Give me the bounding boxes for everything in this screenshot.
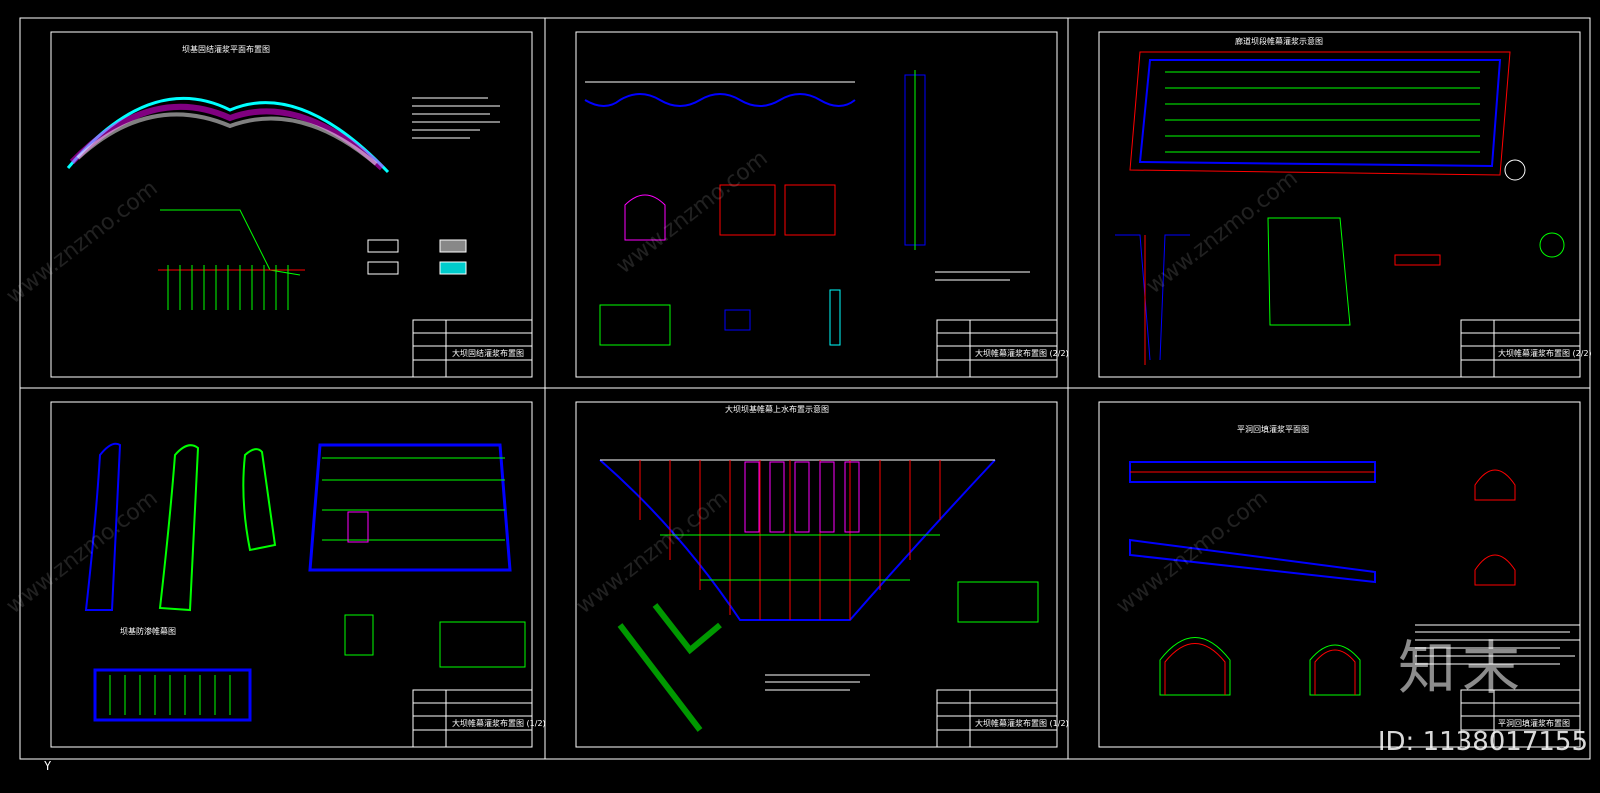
brand-logo: 知末 (1397, 634, 1526, 702)
sheet-1-caption: 坝基固结灌浆平面布置图 (182, 45, 270, 54)
sheet-2 (575, 31, 1058, 378)
sheet-5-title-block: 大坝帷幕灌浆布置图 (1/2) (975, 719, 1069, 728)
sheet-4 (50, 401, 533, 748)
sheet-3-title-block: 大坝帷幕灌浆布置图 (2/2) (1498, 349, 1592, 358)
sheet-2-title-block: 大坝帷幕灌浆布置图 (2/2) (975, 349, 1069, 358)
sheet-1-title-block: 大坝固结灌浆布置图 (452, 349, 524, 358)
sheet-grid (19, 17, 1591, 760)
sheet-6-title-block: 平洞回填灌浆布置图 (1498, 719, 1570, 728)
sheet-6 (1098, 401, 1581, 748)
ucs-y-axis-label: Y (44, 759, 52, 773)
asset-id: ID: 1138017155 (1377, 727, 1588, 757)
sheet-5-caption: 大坝坝基帷幕上水布置示意图 (725, 405, 829, 414)
sheet-6-caption: 平洞回填灌浆平面图 (1237, 425, 1309, 434)
sheet-3 (1098, 31, 1581, 378)
sheet-4-title-block: 大坝帷幕灌浆布置图 (1/2) (452, 719, 546, 728)
sheet-5 (575, 401, 1058, 748)
sheet-1 (50, 31, 533, 378)
sheet-4-caption: 坝基防渗帷幕图 (120, 627, 176, 636)
sheet-3-caption: 廊道坝段帷幕灌浆示意图 (1235, 37, 1323, 46)
